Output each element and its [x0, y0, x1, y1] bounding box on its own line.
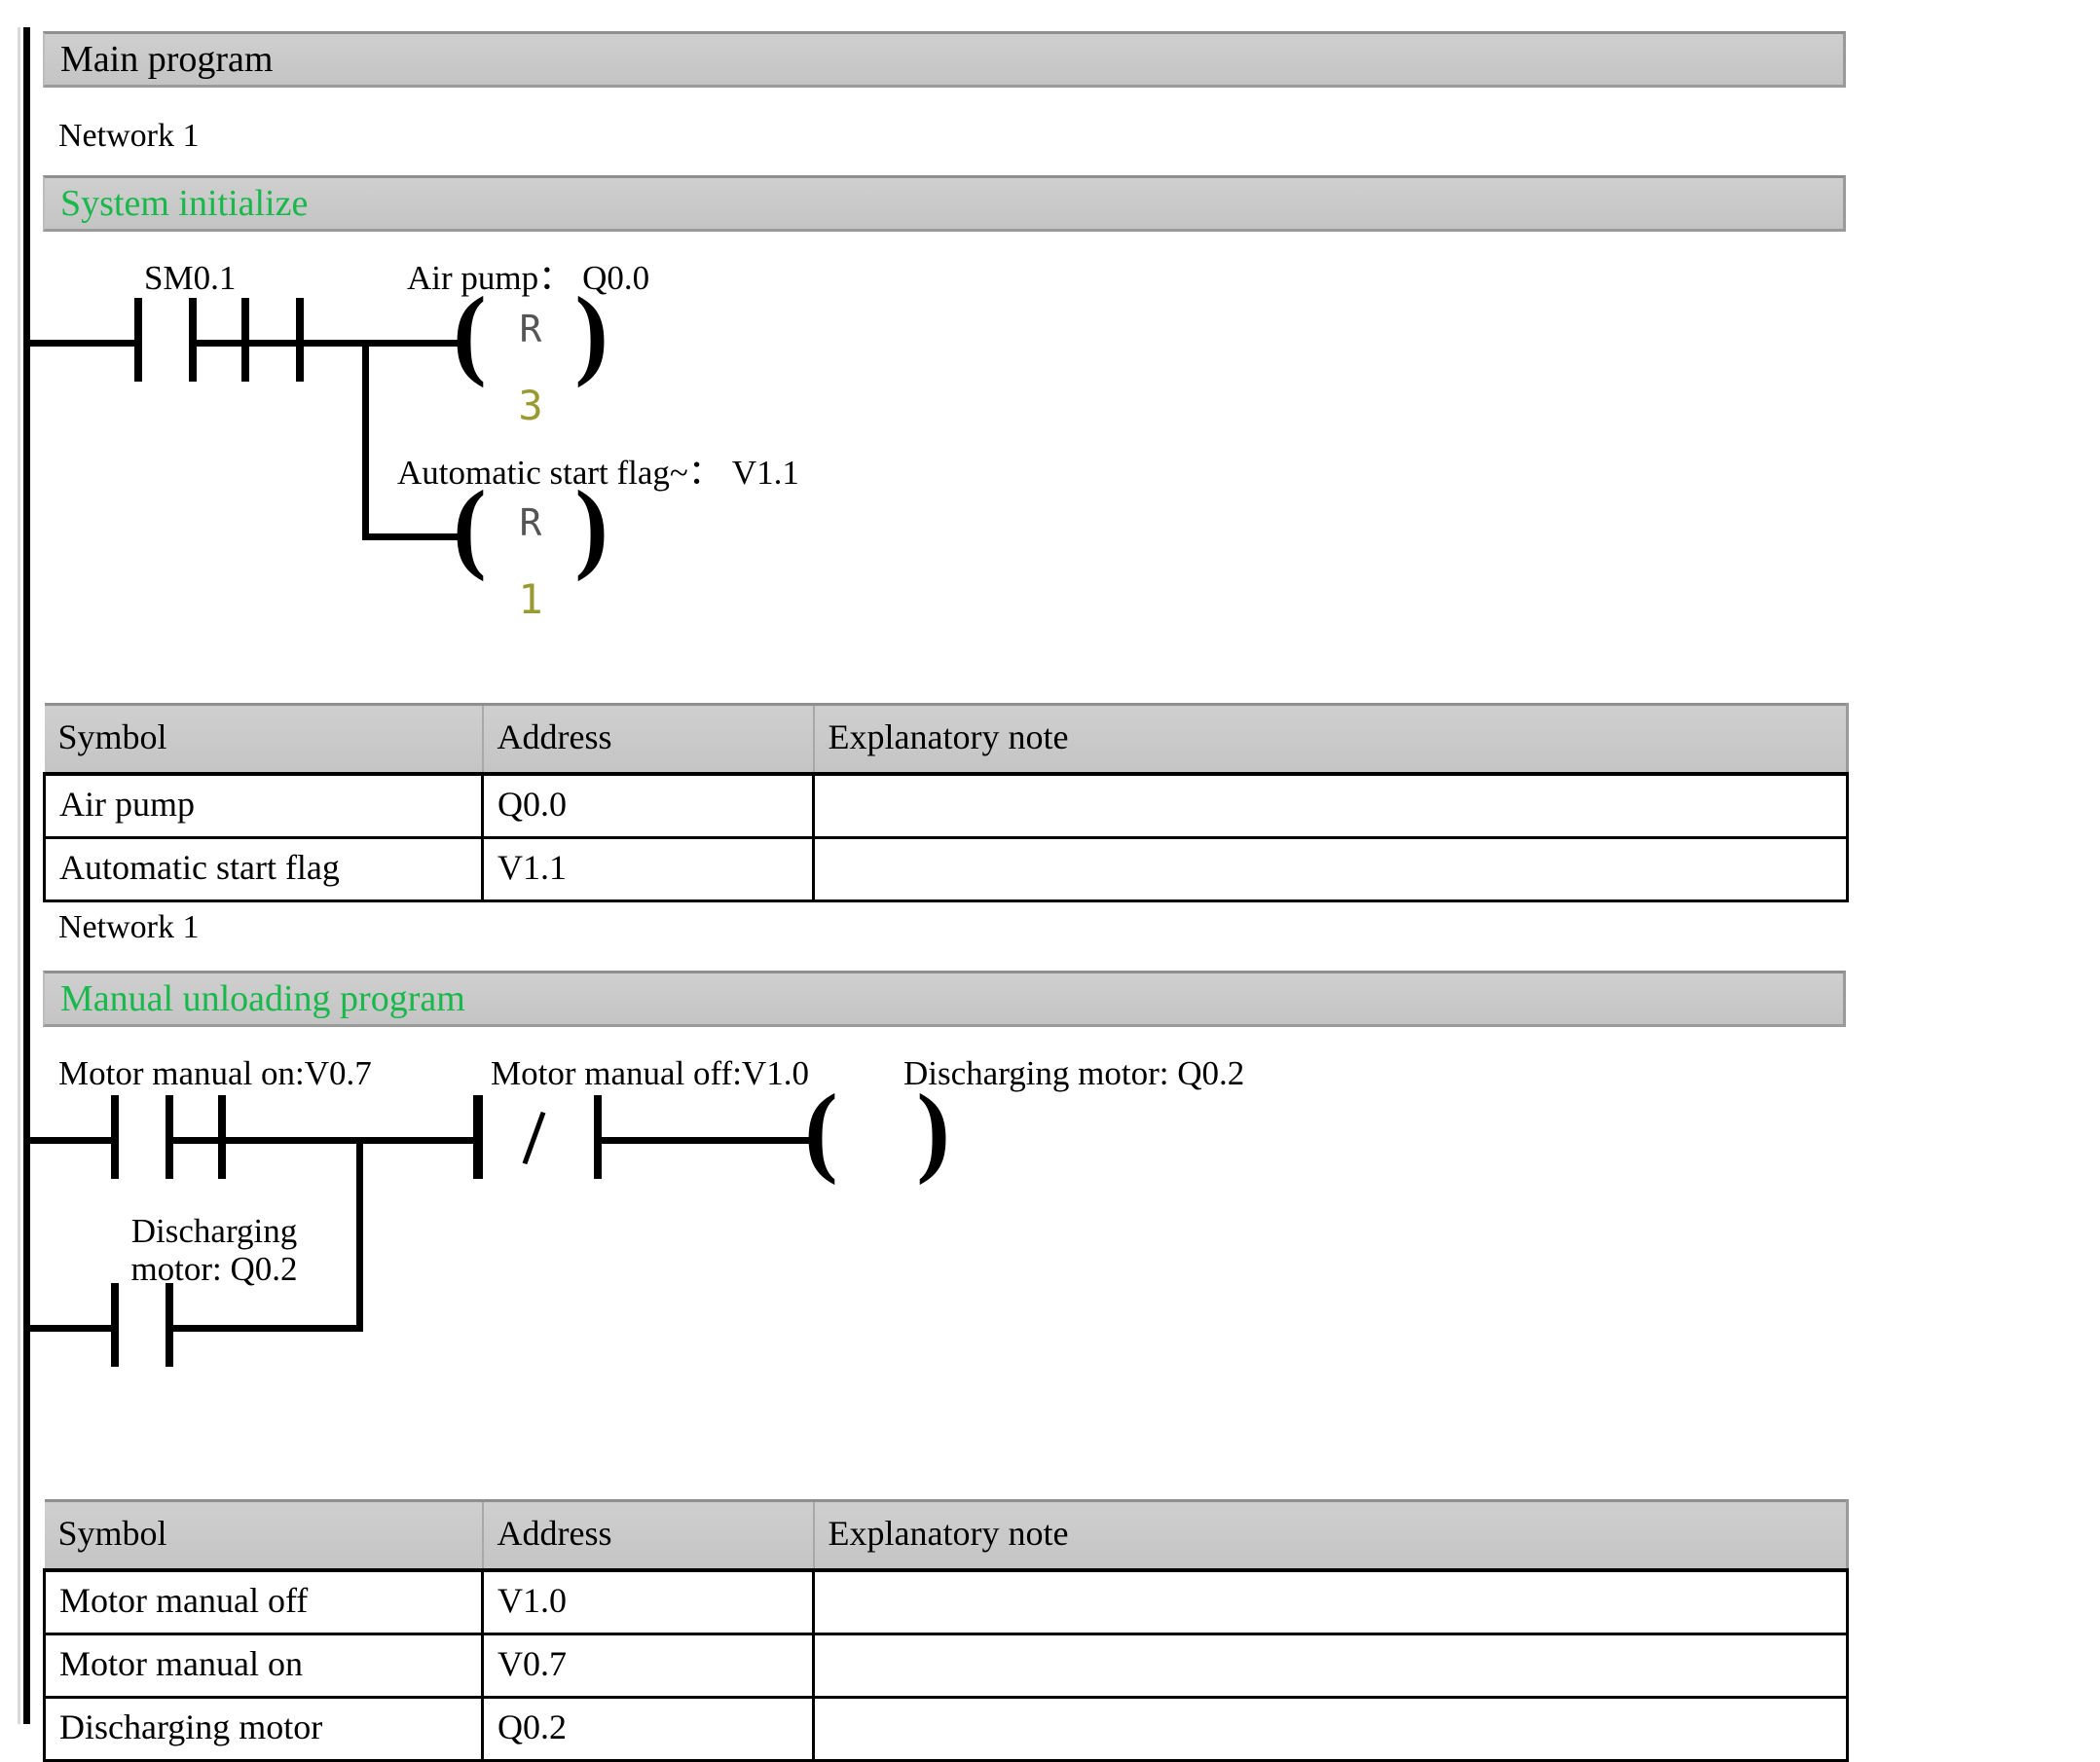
rung1-wire-c2-to-coil1 — [249, 340, 459, 347]
contact-bar-right — [189, 298, 197, 382]
symbol-table-header-symbol: Symbol — [44, 703, 484, 776]
main-program-title: Main program — [60, 39, 274, 80]
rung2-branch-drop — [356, 1137, 363, 1332]
coil-address-air-pump: Q0.0 — [582, 259, 650, 297]
contact-motor-manual-on — [111, 1095, 173, 1179]
coil-air-pump-reset: ( R ) — [453, 276, 608, 388]
coil-address-auto-start-flag: V1.1 — [731, 454, 799, 492]
table-row: Motor manual on V0.7 — [43, 1633, 1849, 1699]
contact-bar-left — [218, 1095, 226, 1179]
contact-label-discharging-motor-branch: Discharging motor: Q0.2 — [84, 1212, 345, 1288]
cell-note — [812, 772, 1849, 839]
rung1-wire-c1-to-c2 — [195, 340, 245, 347]
coil-discharging-motor: ( ) — [804, 1074, 950, 1186]
rung1-branch-drop — [362, 340, 369, 540]
coil-number-auto-start-flag: 1 — [518, 575, 543, 623]
contact-bar-left — [241, 298, 249, 382]
cell-address: Q0.2 — [481, 1696, 815, 1762]
symbol-table-header-row: Symbol Address Explanatory note — [44, 1499, 1849, 1572]
coil-label-air-pump: Air pump：Q0.0 — [407, 259, 650, 297]
rung2-parallel-wire-to-branch — [171, 1325, 363, 1332]
coil-paren-right: ) — [574, 276, 608, 388]
cell-note — [812, 1696, 1849, 1762]
contact-bar-right — [166, 1095, 173, 1179]
coil-letter-r: R — [519, 308, 542, 350]
cell-note — [812, 836, 1849, 902]
contact-discharging-motor-holding — [111, 1283, 173, 1367]
contact-motor-manual-off — [475, 1095, 602, 1179]
symbol-table-2: Symbol Address Explanatory note Motor ma… — [43, 1499, 1849, 1762]
cell-address: Q0.0 — [481, 772, 815, 839]
network-label-1: Network 1 — [58, 118, 200, 154]
rung2-parallel-wire-rail — [23, 1325, 117, 1332]
rung1-wire-rail-to-c1 — [23, 340, 140, 347]
rung2-wire-c2-to-coil — [598, 1137, 810, 1144]
network-label-2: Network 1 — [58, 909, 200, 945]
contact-slash — [522, 1111, 546, 1165]
coil-paren-left: ( — [453, 276, 487, 388]
cell-note — [812, 1568, 1849, 1635]
contact-bar-left — [475, 1095, 483, 1179]
contact-sm0-1 — [134, 298, 197, 382]
symbol-table-header-address: Address — [482, 703, 815, 776]
rung2-wire-rail-to-c1 — [23, 1137, 117, 1144]
coil-auto-start-flag-reset: ( R ) — [453, 470, 608, 582]
contact-bar-left — [111, 1283, 119, 1367]
coil-label-air-pump-text: Air pump： — [407, 259, 573, 297]
network-comment-bar-1: System initialize — [43, 175, 1846, 232]
symbol-table-header-symbol: Symbol — [44, 1499, 484, 1572]
table-row: Automatic start flag V1.1 — [43, 836, 1849, 902]
contact-bar-right — [166, 1283, 173, 1367]
coil-paren-right: ) — [916, 1074, 950, 1186]
symbol-table-header-address: Address — [482, 1499, 815, 1572]
symbol-table-header-row: Symbol Address Explanatory note — [44, 703, 1849, 776]
coil-label-auto-start-flag: Automatic start flag~：V1.1 — [397, 454, 799, 492]
cell-note — [812, 1633, 1849, 1699]
coil-letter-r: R — [519, 501, 542, 544]
network-comment-1: System initialize — [60, 183, 309, 224]
cell-symbol: Motor manual off — [43, 1568, 484, 1635]
contact-label-motor-manual-off: Motor manual off:V1.0 — [491, 1054, 809, 1092]
coil-label-auto-start-flag-text: Automatic start flag~： — [397, 454, 722, 492]
network-comment-bar-2: Manual unloading program — [43, 971, 1846, 1027]
symbol-table-header-note: Explanatory note — [813, 1499, 1849, 1572]
rung2-wire-c1-to-c2 — [171, 1137, 222, 1144]
rung2-wire-junction — [224, 1137, 481, 1144]
coil-label-discharging-motor: Discharging motor: Q0.2 — [903, 1054, 1245, 1092]
symbol-table-header-note: Explanatory note — [813, 703, 1849, 776]
contact-label-line2: motor: Q0.2 — [130, 1250, 298, 1289]
cell-address: V0.7 — [481, 1633, 815, 1699]
cell-symbol: Motor manual on — [43, 1633, 484, 1699]
contact-label-line1: Discharging — [130, 1212, 298, 1250]
table-row: Discharging motor Q0.2 — [43, 1696, 1849, 1762]
page-rail-shadow — [18, 27, 20, 1724]
coil-paren-left: ( — [453, 470, 487, 582]
cell-symbol: Air pump — [43, 772, 484, 839]
contact-label-sm0-1: SM0.1 — [144, 259, 237, 297]
coil-number-air-pump: 3 — [518, 382, 543, 429]
cell-address: V1.0 — [481, 1568, 815, 1635]
cell-address: V1.1 — [481, 836, 815, 902]
coil-paren-right: ) — [574, 470, 608, 582]
coil-paren-left: ( — [804, 1074, 838, 1186]
ladder-diagram-page: Main program Network 1 System initialize… — [18, 27, 1849, 1762]
table-row: Motor manual off V1.0 — [43, 1568, 1849, 1635]
cell-symbol: Discharging motor — [43, 1696, 484, 1762]
contact-bar-left — [111, 1095, 119, 1179]
contact-bar-left — [134, 298, 142, 382]
table-row: Air pump Q0.0 — [43, 772, 1849, 839]
cell-symbol: Automatic start flag — [43, 836, 484, 902]
rung1-branch-wire-to-coil2 — [362, 533, 460, 540]
contact-label-motor-manual-on: Motor manual on:V0.7 — [58, 1054, 372, 1092]
network-comment-2: Manual unloading program — [60, 978, 465, 1019]
main-program-title-bar: Main program — [43, 31, 1846, 88]
left-power-rail — [23, 27, 30, 1724]
symbol-table-1: Symbol Address Explanatory note Air pump… — [43, 703, 1849, 902]
